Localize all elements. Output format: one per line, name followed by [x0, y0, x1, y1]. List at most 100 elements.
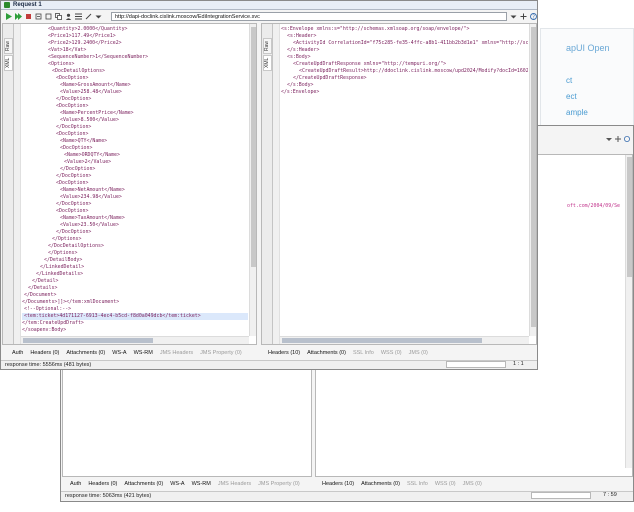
run-icon[interactable] — [5, 13, 12, 20]
add-endpoint-icon[interactable] — [520, 13, 527, 20]
request-code-line: <Value>23.50</Value> — [60, 222, 119, 228]
caret-position: 1 : 1 — [513, 361, 524, 367]
request-code-line: <DocOption> — [56, 180, 89, 186]
stop-icon[interactable] — [25, 13, 32, 20]
response-code-line: <CreateUpdDraftResponse xmlns="http://te… — [293, 61, 447, 67]
back-help-icon[interactable] — [624, 136, 630, 142]
tab-ws-a[interactable]: WS-A — [112, 350, 127, 356]
title-bar: Request 1 — [1, 1, 537, 10]
request-code-line: <DocOption> — [60, 145, 93, 151]
background-heading: apUI Open — [566, 43, 610, 53]
url-dropdown-icon[interactable] — [510, 13, 517, 20]
back-response-tabbar: Headers (10) Attachments (0) SSL Info WS… — [317, 479, 633, 489]
request-code-line: </Options> — [48, 250, 78, 256]
back-response-vscroll[interactable] — [625, 155, 632, 468]
request-code-line: <Options> — [48, 61, 75, 67]
request-code-line: <Name>ORDQTY</Name> — [64, 152, 120, 158]
tab-wss[interactable]: WSS (0) — [380, 350, 402, 356]
options-icon[interactable] — [35, 13, 42, 20]
request-code-line: <tem:ticket>4d171127-6913-4ec4-b5cd-f8d0… — [22, 313, 248, 320]
response-view-tabs: Raw XML — [262, 24, 273, 344]
tab-headers[interactable]: Headers (0) — [30, 350, 60, 356]
request-code-line: </DocOption> — [56, 173, 92, 179]
format-icon[interactable] — [45, 13, 52, 20]
request-tabbar: Auth Headers (0) Attachments (0) WS-A WS… — [7, 348, 257, 358]
response-code-line: <CreateUpdDraftResult>http://ddoclink.ci… — [299, 68, 528, 74]
background-link-2[interactable]: ect — [566, 92, 577, 101]
request-code-line: </DocOption> — [56, 124, 92, 130]
request-code-line: </soapenv:Body> — [22, 327, 67, 333]
request-code-line: </Options> — [52, 236, 82, 242]
request-code-line: </DocOption> — [56, 201, 92, 207]
back-tab-attachments[interactable]: Attachments (0) — [124, 481, 164, 487]
tab-attachments[interactable]: Attachments (0) — [66, 350, 106, 356]
background-link-1[interactable]: ct — [566, 76, 573, 85]
request-icon — [4, 2, 10, 8]
response-editor-pane[interactable]: Raw XML <s:Envelope xmlns:s="http://sche… — [261, 23, 537, 345]
request-xml-code[interactable]: <Quantity>2.0000</Quantity><Price1>117.4… — [22, 26, 248, 334]
back-tab-jms-property[interactable]: JMS Property (0) — [258, 481, 300, 487]
back-tab-ws-rm[interactable]: WS-RM — [191, 481, 211, 487]
back-tab-auth[interactable]: Auth — [70, 481, 82, 487]
tab-resp-attachments[interactable]: Attachments (0) — [307, 350, 346, 356]
request-code-line: <DocOption> — [56, 208, 89, 214]
response-vscroll[interactable] — [529, 24, 536, 336]
run-batch-icon[interactable] — [15, 13, 22, 20]
back-tab-jms-headers[interactable]: JMS Headers — [217, 481, 252, 487]
tab-jms[interactable]: JMS (0) — [408, 350, 428, 356]
request-vscroll[interactable] — [249, 24, 256, 336]
background-link-3[interactable]: ample — [566, 108, 588, 117]
back-tab-ssl-info[interactable]: SSL Info — [406, 481, 428, 487]
progress-box — [446, 361, 506, 368]
endpoint-dropdown-icon[interactable] — [95, 13, 102, 20]
response-code-line: <s:Envelope xmlns:s="http://schemas.xmls… — [281, 26, 470, 32]
back-tab-jms[interactable]: JMS (0) — [462, 481, 482, 487]
response-xml-tab[interactable]: XML — [263, 55, 272, 71]
back-response-time: response time: 5063ms (421 bytes) — [65, 493, 152, 499]
request-code-line: <DocOption> — [56, 103, 89, 109]
window-title: Request 1 — [13, 2, 42, 8]
settings-icon[interactable] — [75, 13, 82, 20]
tab-resp-headers[interactable]: Headers (10) — [268, 350, 301, 356]
response-fold-gutter[interactable] — [273, 24, 280, 344]
tab-ssl-info[interactable]: SSL Info — [352, 350, 374, 356]
user-icon[interactable] — [65, 13, 72, 20]
request-code-line: <Vat>18</Vat> — [48, 47, 87, 53]
tab-ws-rm[interactable]: WS-RM — [133, 350, 153, 356]
response-raw-tab[interactable]: Raw — [263, 38, 272, 54]
tab-auth[interactable]: Auth — [12, 350, 24, 356]
back-dropdown-icon[interactable] — [606, 136, 612, 142]
response-tabbar: Headers (10) Attachments (0) SSL Info WS… — [263, 348, 535, 358]
back-progress-box — [531, 492, 591, 499]
back-response-snippet: oft.com/2004/09/Se — [567, 203, 620, 209]
response-code-line: </s:Body> — [287, 82, 314, 88]
back-tab-ws-a[interactable]: WS-A — [170, 481, 185, 487]
response-hscroll[interactable] — [280, 336, 529, 344]
request-fold-gutter[interactable] — [14, 24, 21, 344]
svg-text:?: ? — [532, 15, 535, 20]
back-add-icon[interactable] — [615, 136, 621, 142]
request-code-line: <DocOption> — [56, 131, 89, 137]
attach-icon[interactable] — [85, 13, 92, 20]
back-tab-wss[interactable]: WSS (0) — [434, 481, 456, 487]
response-time: response time: 5556ms (481 bytes) — [5, 362, 92, 368]
response-xml-code[interactable]: <s:Envelope xmlns:s="http://schemas.xmls… — [281, 26, 528, 334]
request-editor-pane[interactable]: Raw XML <Quantity>2.0000</Quantity><Pric… — [2, 23, 257, 345]
request-hscroll[interactable] — [21, 336, 249, 344]
back-tab-resp-headers[interactable]: Headers (10) — [322, 481, 355, 487]
request-xml-tab[interactable]: XML — [4, 55, 13, 71]
request-code-line: <Name>NetAmount</Name> — [60, 187, 125, 193]
request-toolbar: http://dapi-doclink.cislink.moscow/EdiIn… — [1, 10, 537, 23]
help-icon[interactable]: ? — [530, 13, 537, 21]
endpoint-url-field[interactable]: http://dapi-doclink.cislink.moscow/EdiIn… — [111, 12, 507, 21]
copy-icon[interactable] — [55, 13, 62, 20]
request-window: Request 1 http://dapi-doclink.cislink.mo… — [0, 0, 538, 370]
request-code-line: <!--Optional:--> — [24, 306, 72, 312]
tab-jms-property[interactable]: JMS Property (0) — [200, 350, 242, 356]
tab-jms-headers[interactable]: JMS Headers — [159, 350, 194, 356]
back-tab-resp-attachments[interactable]: Attachments (0) — [361, 481, 400, 487]
request-code-line: </Documents>]]></tem:xmlDocument> — [22, 299, 120, 305]
back-tab-headers[interactable]: Headers (0) — [88, 481, 118, 487]
request-raw-tab[interactable]: Raw — [4, 38, 13, 54]
response-code-line: <s:Header> — [287, 33, 317, 39]
